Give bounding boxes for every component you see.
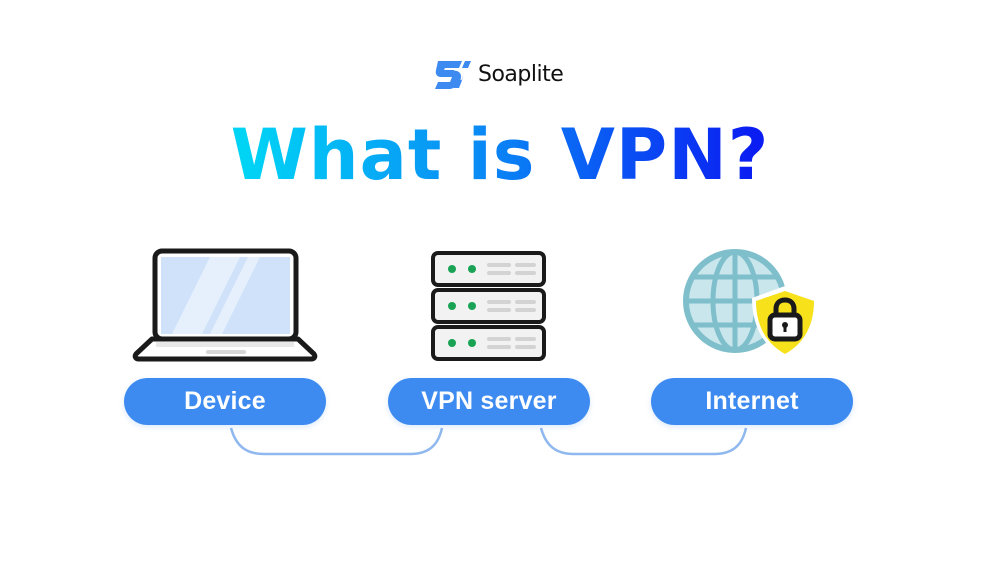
page-title: What is VPN? [231, 114, 770, 196]
connector-vpn-server-to-internet [539, 427, 748, 456]
device-label-pill: Device [124, 378, 326, 425]
server-rack-icon [430, 250, 548, 364]
soaplite-logo-icon [435, 61, 471, 89]
device-label: Device [184, 387, 266, 415]
brand-name: Soaplite [478, 62, 564, 87]
brand: Soaplite [432, 57, 564, 93]
connector-device-to-vpn-server [229, 427, 444, 456]
internet-label: Internet [705, 387, 799, 415]
lock-shield-icon [752, 286, 818, 358]
vpn-server-label: VPN server [421, 387, 557, 415]
vpn-server-label-pill: VPN server [388, 378, 590, 425]
page-title-text: What is VPN? [231, 114, 770, 196]
globe-with-lock-shield-icon [680, 246, 820, 362]
laptop-icon [130, 246, 320, 364]
internet-label-pill: Internet [651, 378, 853, 425]
